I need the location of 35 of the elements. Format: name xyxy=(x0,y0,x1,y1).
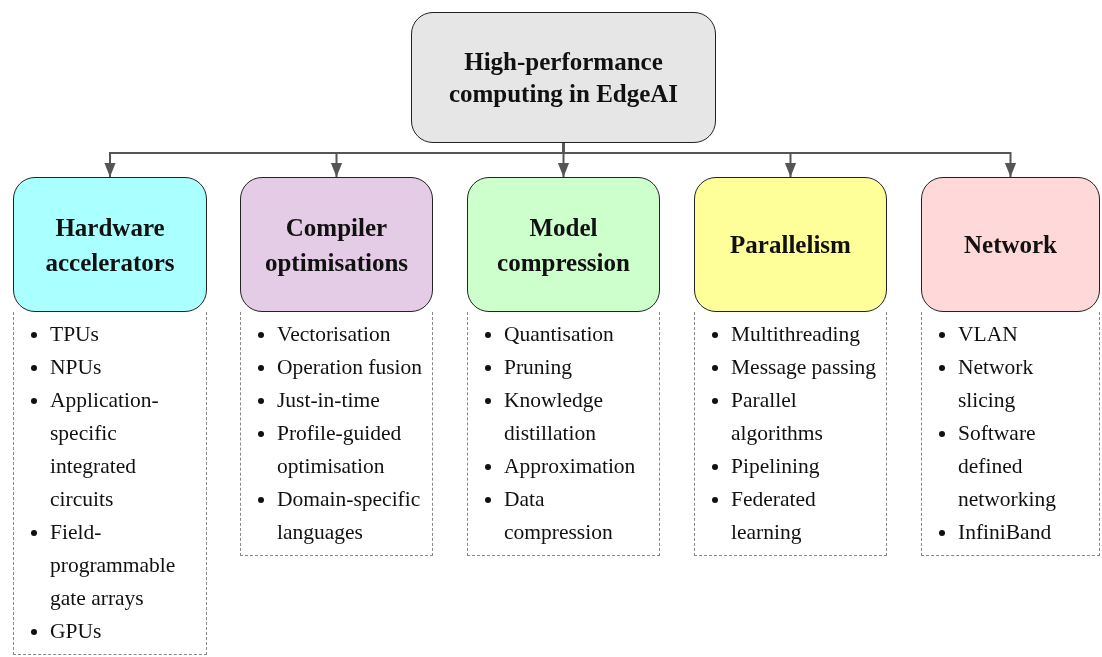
list-item: Pipelining xyxy=(707,450,880,483)
list-item: Message passing xyxy=(707,351,880,384)
list-item: GPUs xyxy=(26,615,200,648)
list-item: Parallel algorithms xyxy=(707,384,880,450)
list-item: Vectorisation xyxy=(253,318,426,351)
list-item: Knowledge distillation xyxy=(480,384,653,450)
list-item: InfiniBand xyxy=(934,516,1093,549)
list-item: Just-in-time xyxy=(253,384,426,417)
list-item: Data compression xyxy=(480,483,653,549)
category-box: Hardware accelerators xyxy=(13,177,207,312)
list-item: Pruning xyxy=(480,351,653,384)
category-box: Compiler optimisations xyxy=(240,177,433,312)
list-item: Domain-specific languages xyxy=(253,483,426,549)
list-item: Approximation xyxy=(480,450,653,483)
list-item: Multithreading xyxy=(707,318,880,351)
bullet-list-panel xyxy=(13,312,207,655)
list-item: Field-programmable gate arrays xyxy=(26,516,200,615)
category-box: Parallelism xyxy=(694,177,887,312)
list-item: NPUs xyxy=(26,351,200,384)
list-item: Application-specific integrated circuits xyxy=(26,384,200,516)
list-item: Quantisation xyxy=(480,318,653,351)
bullet-list-panel xyxy=(467,312,660,556)
list-item: Federated learning xyxy=(707,483,880,549)
category-box: Model compression xyxy=(467,177,660,312)
list-item: Software defined networking xyxy=(934,417,1093,516)
list-item: TPUs xyxy=(26,318,200,351)
bullet-list-panel xyxy=(694,312,887,556)
bullet-list-panel xyxy=(240,312,433,556)
list-item: Network slicing xyxy=(934,351,1093,417)
root-box: High-performance computing in EdgeAI xyxy=(411,12,716,143)
list-item: Profile-guided optimisation xyxy=(253,417,426,483)
list-item: VLAN xyxy=(934,318,1093,351)
category-box: Network xyxy=(921,177,1100,312)
bullet-list-panel xyxy=(921,312,1100,556)
list-item: Operation fusion xyxy=(253,351,426,384)
